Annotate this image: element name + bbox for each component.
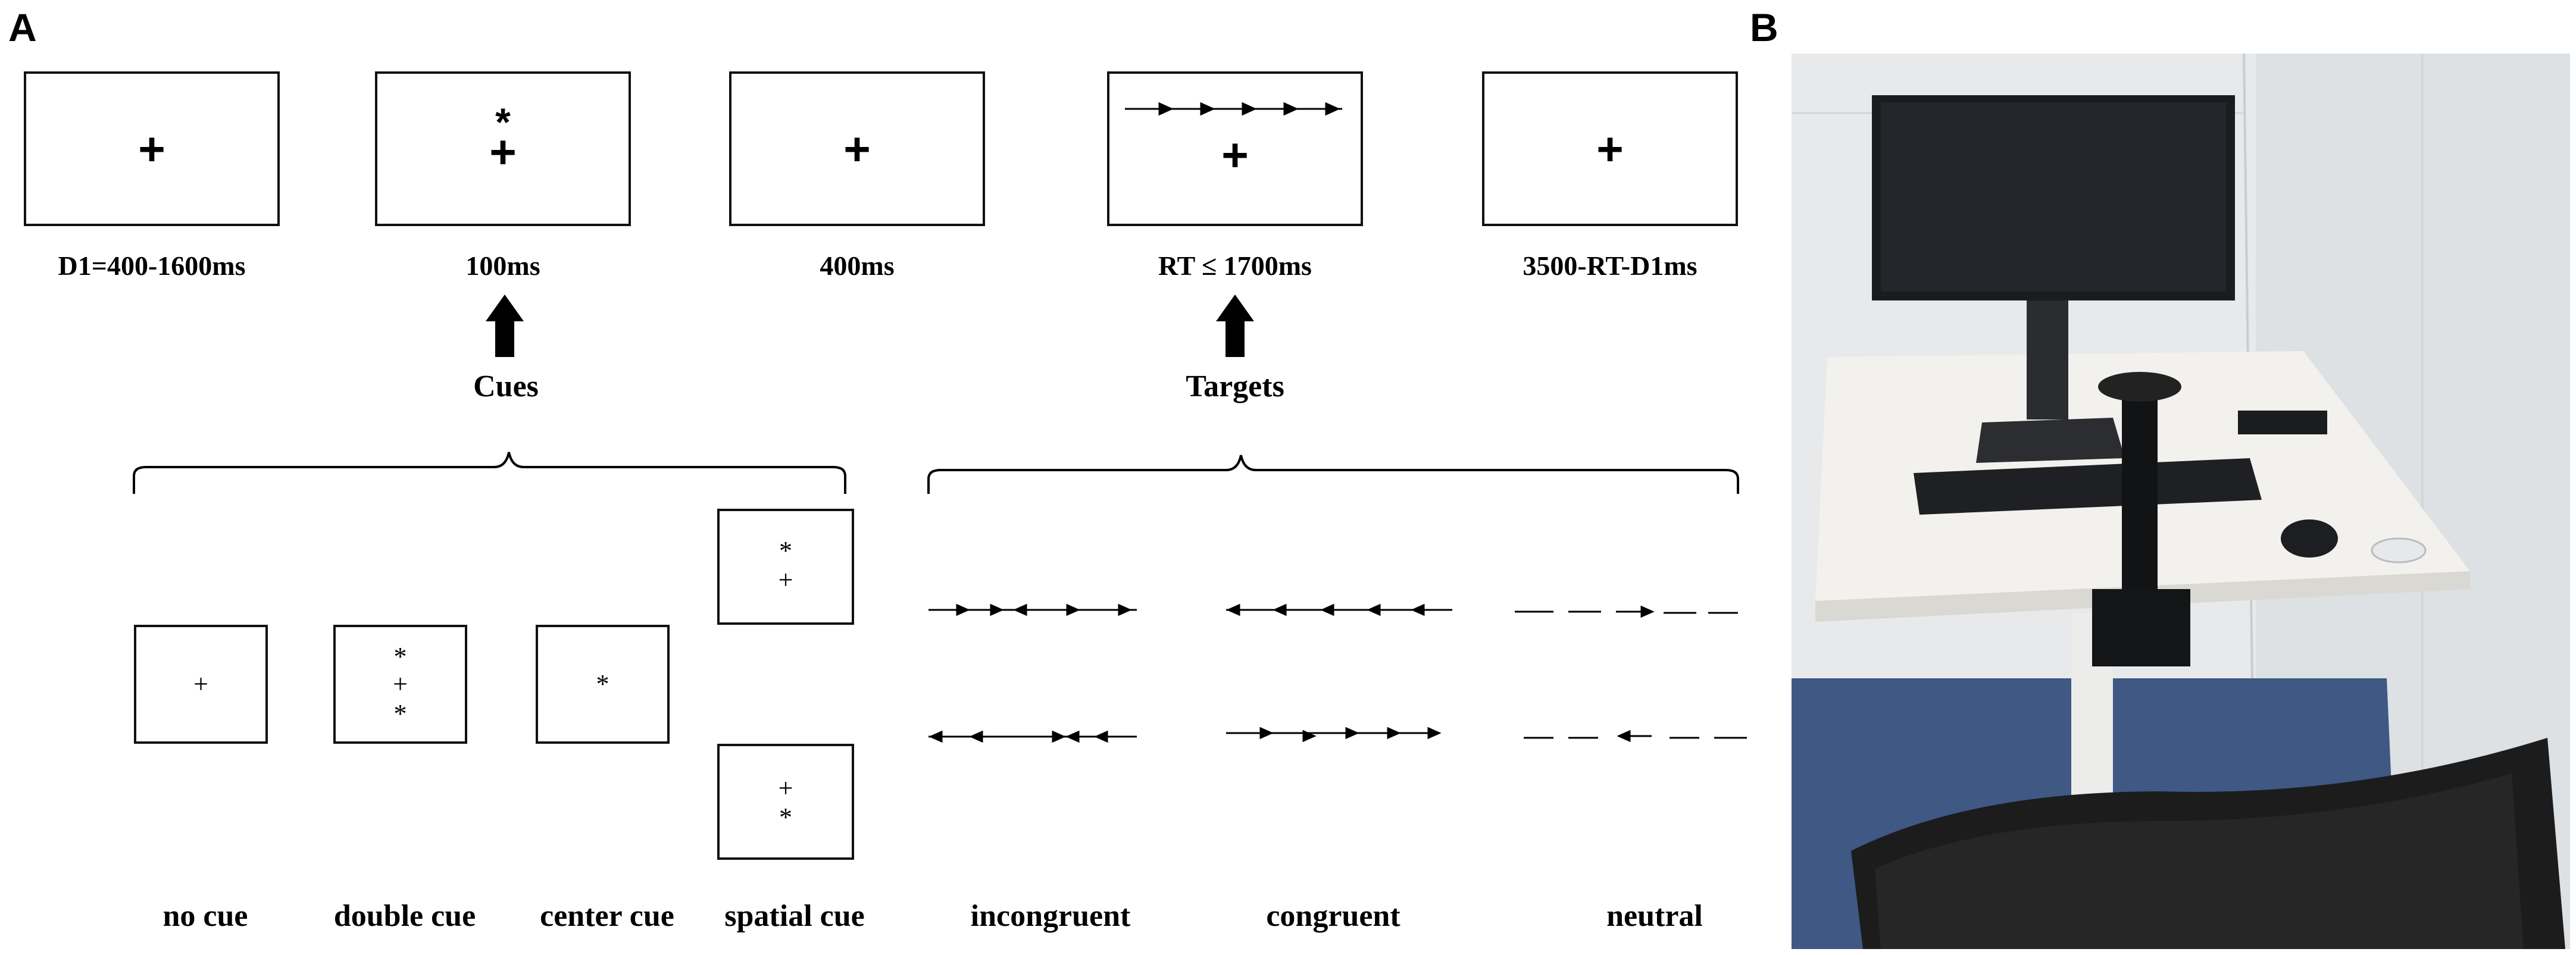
congruent-top-row [1226, 603, 1452, 616]
fixation-cross: + [1596, 123, 1624, 175]
label-center-cue: center cue [540, 899, 674, 933]
fixation-cross: + [1221, 129, 1249, 181]
target-screen: + [1107, 71, 1363, 226]
duration-cue: 100ms [465, 251, 540, 281]
interval-screen: + [729, 71, 985, 226]
label-incongruent: incongruent [970, 899, 1131, 933]
congruent-bottom-row [1226, 727, 1442, 743]
center-cue-box: * [536, 625, 670, 744]
neutral-bottom-row [1524, 729, 1747, 743]
spatial-cue-bottom-box: + * [717, 744, 854, 860]
label-double-cue: double cue [333, 899, 476, 933]
mouse [2281, 519, 2338, 558]
label-spatial-cue: spatial cue [724, 899, 865, 933]
fixation-cross: + [393, 669, 408, 699]
cue-asterisk: * [779, 536, 792, 566]
monitor-base [1976, 418, 2125, 463]
duration-fixation: D1=400-1600ms [58, 251, 246, 281]
duration-interval: 400ms [820, 251, 895, 281]
spatial-cue-top-box: * + [717, 509, 854, 625]
label-no-cue: no cue [162, 899, 248, 933]
chin-rest-clamp [2092, 589, 2190, 666]
cue-asterisk: * [596, 669, 609, 699]
targets-pointer-arrow [1216, 295, 1254, 357]
incongruent-top-row [929, 603, 1137, 616]
fixation-cross: + [843, 123, 871, 175]
panel-label-b: B [1750, 5, 1778, 49]
target-screen-flankers [1125, 102, 1342, 116]
lab-photo [1792, 54, 2570, 949]
targets-brace [927, 455, 1739, 494]
cue-asterisk: * [495, 99, 511, 144]
cues-brace [133, 452, 846, 494]
monitor-stand [2027, 300, 2068, 419]
keyboard [1914, 458, 2262, 515]
fixation-cross: + [193, 669, 208, 699]
neutral-top-row [1515, 605, 1738, 618]
targets-heading: Targets [1186, 370, 1284, 403]
fixation-screen: + [24, 71, 280, 226]
panel-label-a: A [8, 5, 37, 49]
cue-screen: * + [375, 71, 631, 226]
fixation-cross: + [778, 774, 793, 803]
no-cue-box: + [134, 625, 268, 744]
label-congruent: congruent [1266, 899, 1400, 933]
label-neutral: neutral [1606, 899, 1703, 933]
cues-heading: Cues [473, 370, 539, 403]
duration-target: RT ≤ 1700ms [1158, 251, 1312, 281]
cues-pointer-arrow [486, 295, 524, 357]
fixation-cross: + [778, 565, 793, 594]
double-cue-box: * + * [333, 625, 467, 744]
duration-end: 3500-RT-D1ms [1523, 251, 1697, 281]
cue-asterisk: * [393, 699, 407, 728]
lab-photo-drawing [1792, 54, 2570, 949]
cue-asterisk: * [393, 641, 407, 671]
cue-asterisk: * [779, 802, 792, 832]
diagram-graphics [133, 102, 1747, 743]
incongruent-bottom-row [929, 730, 1137, 743]
fixation-cross: + [138, 123, 165, 175]
end-screen: + [1482, 71, 1738, 226]
fixation-cross: + [489, 126, 517, 179]
